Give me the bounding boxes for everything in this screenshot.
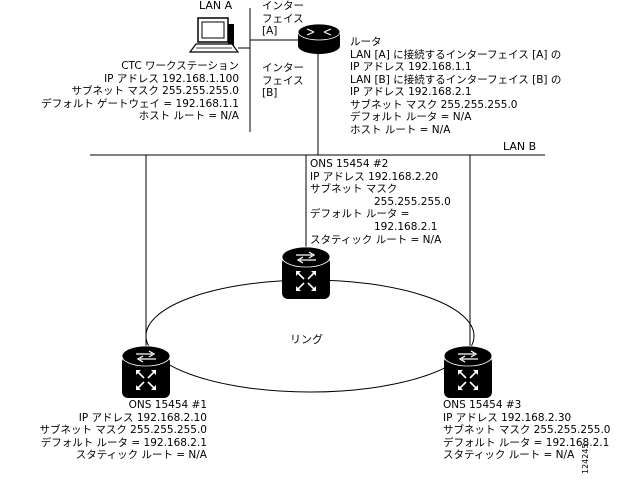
workstation-info: CTC ワークステーション IP アドレス 192.168.1.100 サブネッ…	[41, 60, 239, 123]
interface-a-line: [A]	[262, 25, 278, 37]
router-line: ホスト ルート = N/A	[350, 123, 451, 136]
router-line: サブネット マスク 255.255.255.0	[350, 98, 518, 111]
interface-b-line: フェイス	[262, 74, 304, 87]
node1-ip: IP アドレス 192.168.2.10	[78, 411, 207, 424]
workstation-host-route: ホスト ルート = N/A	[138, 110, 239, 122]
figure-id: 124245	[581, 443, 590, 474]
node2-ip: IP アドレス 192.168.2.20	[310, 170, 439, 183]
workstation-name: CTC ワークステーション	[121, 60, 239, 72]
node3-static-route: スタティック ルート = N/A	[443, 449, 575, 461]
node3-name: ONS 15454 #3	[443, 399, 522, 411]
interface-b-line: インター	[262, 62, 304, 74]
lan-a-label: LAN A	[199, 0, 233, 12]
node2-static-route: スタティック ルート = N/A	[310, 233, 442, 246]
node1-subnet: サブネット マスク 255.255.255.0	[39, 424, 208, 436]
ons-node2-icon	[281, 246, 331, 299]
workstation-gateway: デフォルト ゲートウェイ = 192.168.1.1	[41, 97, 239, 110]
ons-node1-icon	[121, 345, 171, 398]
node1-static-route: スタティック ルート = N/A	[75, 449, 207, 461]
node1-router: デフォルト ルータ = 192.168.2.1	[40, 436, 207, 449]
node2-subnet-label: サブネット マスク	[310, 183, 398, 196]
workstation-ip: IP アドレス 192.168.1.100	[104, 72, 239, 85]
router-line: LAN [A] に接続するインターフェイス [A] の	[350, 48, 562, 61]
node2-info: ONS 15454 #2 IP アドレス 192.168.2.20 サブネット …	[310, 158, 451, 246]
node3-router: デフォルト ルータ = 192.168.2.1	[443, 436, 610, 449]
router-line: LAN [B] に接続するインターフェイス [B] の	[350, 73, 562, 86]
node2-subnet-value: 255.255.255.0	[374, 195, 451, 208]
node3-subnet: サブネット マスク 255.255.255.0	[443, 424, 611, 436]
router-icon	[297, 23, 341, 54]
workstation-icon	[188, 17, 240, 53]
router-line: IP アドレス 192.168.1.1	[350, 61, 472, 73]
interface-a-line: インター	[262, 0, 304, 12]
node1-info: ONS 15454 #1 IP アドレス 192.168.2.10 サブネット …	[40, 399, 208, 462]
interface-b-line: [B]	[262, 87, 278, 99]
ring-label: リング	[290, 333, 323, 346]
ons-node3-icon	[443, 345, 493, 398]
router-line: IP アドレス 192.168.2.1	[350, 86, 472, 98]
node3-ip: IP アドレス 192.168.2.30	[443, 411, 572, 424]
interface-a-line: フェイス	[262, 12, 304, 25]
interface-b-label: インター フェイス [B]	[262, 62, 304, 100]
node2-router-value: 192.168.2.1	[374, 220, 438, 233]
node2-name: ONS 15454 #2	[310, 158, 389, 170]
node1-name: ONS 15454 #1	[128, 399, 207, 411]
node3-info: ONS 15454 #3 IP アドレス 192.168.2.30 サブネット …	[443, 399, 611, 462]
lan-b-label: LAN B	[503, 140, 537, 153]
router-line: デフォルト ルータ = N/A	[350, 111, 472, 123]
router-name: ルータ	[350, 36, 382, 48]
node2-router-label: デフォルト ルータ =	[310, 208, 410, 221]
router-info: ルータ LAN [A] に接続するインターフェイス [A] の IP アドレス …	[350, 36, 561, 136]
workstation-subnet: サブネット マスク 255.255.255.0	[71, 85, 240, 97]
interface-a-label: インター フェイス [A]	[262, 0, 304, 38]
